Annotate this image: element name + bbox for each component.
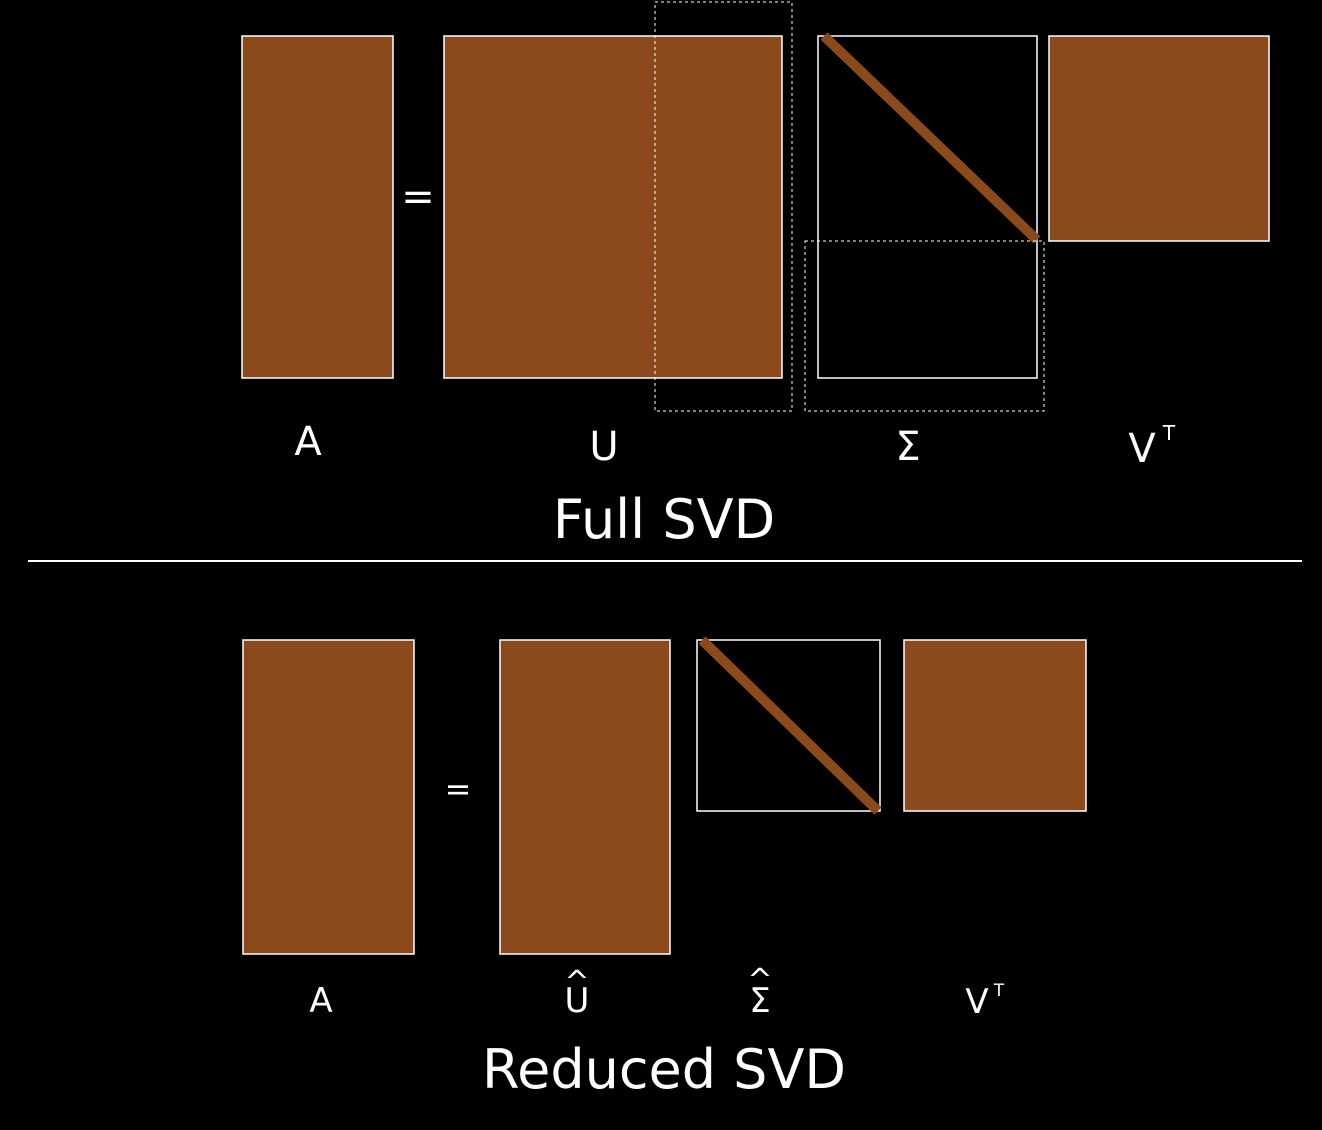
reduced-matrix-a [242,639,415,955]
reduced-matrix-u-hat [499,639,671,955]
full-u-extra-columns-region [654,1,793,412]
full-equals-sign: = [401,174,435,220]
reduced-equals-sign: = [445,770,472,808]
full-label-vt-base: V [1128,426,1156,472]
reduced-svd-panel: = A ^ U ^ Σ V T Reduced SVD [242,636,1087,1101]
reduced-label-vt-sup: T [993,981,1005,1001]
full-label-vt-sup: T [1162,421,1176,445]
full-matrix-vt [1048,35,1270,242]
full-svd-panel: = A U Σ V T Full SVD [241,1,1270,551]
reduced-label-vt: V [965,982,988,1022]
full-sigma-zero-rows-region [804,240,1045,412]
reduced-label-sigma-hat: Σ [749,981,770,1021]
reduced-sigma-diagonal [698,636,882,815]
reduced-svd-caption: Reduced SVD [482,1038,846,1101]
reduced-matrix-vt [903,639,1087,812]
reduced-label-u-hat-mark: ^ [564,965,589,1000]
full-svd-caption: Full SVD [553,488,775,551]
full-matrix-a [241,35,394,379]
full-matrix-u [443,35,783,379]
full-label-a: A [294,419,322,465]
full-label-vt: V [1128,426,1156,472]
reduced-label-u-hat: U [565,981,590,1021]
reduced-label-a: A [309,981,332,1021]
full-matrix-sigma [817,35,1038,379]
full-sigma-diagonal [820,32,1041,244]
reduced-matrix-sigma-hat [696,639,881,812]
reduced-label-sigma-hat-mark: ^ [747,963,772,998]
full-label-sigma: Σ [895,424,920,470]
full-label-u: U [589,424,618,470]
